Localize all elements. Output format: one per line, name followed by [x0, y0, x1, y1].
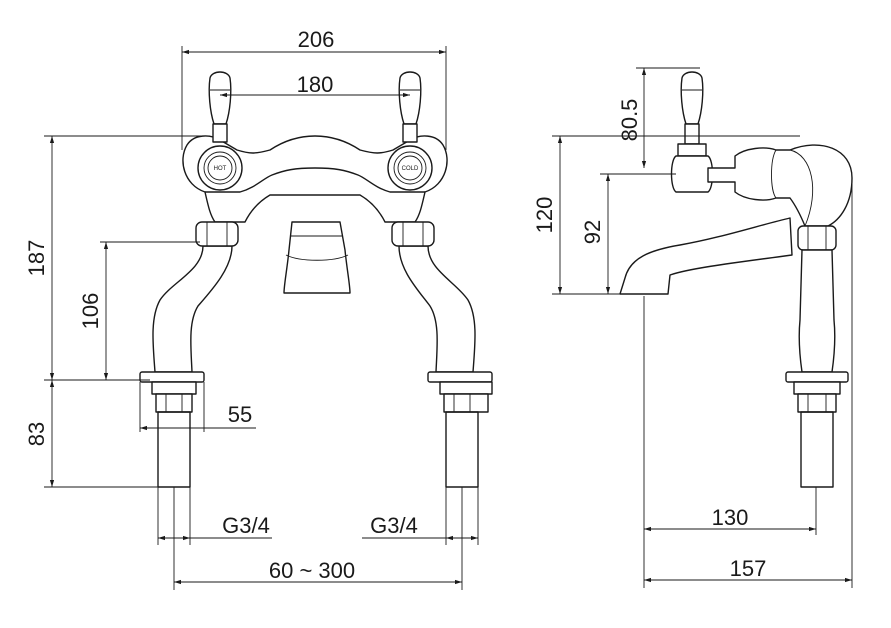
dim-thread-right: G3/4 — [370, 513, 418, 538]
dim-overall-depth: 157 — [730, 556, 767, 581]
bridge-lower — [204, 191, 426, 223]
dim-overall-width: 206 — [298, 27, 335, 52]
dim-overall-height: 187 — [24, 240, 49, 277]
cold-label: COLD — [402, 166, 419, 172]
left-leg — [152, 245, 233, 373]
dim-thread-left: G3/4 — [222, 513, 270, 538]
dim-centers-range: 60 ~ 300 — [269, 558, 355, 583]
side-leg — [798, 249, 836, 373]
side-mounting — [785, 371, 849, 488]
left-mounting — [139, 371, 205, 488]
dim-spout-reach: 130 — [712, 505, 749, 530]
side-valve-body — [707, 144, 853, 227]
dim-body-height: 106 — [78, 293, 103, 330]
hot-label: HOT — [214, 166, 227, 172]
right-hex-nut — [391, 221, 435, 247]
right-mounting — [427, 371, 493, 488]
bridge-body — [182, 135, 448, 193]
dim-tail-length: 83 — [24, 422, 49, 446]
side-hex-nut — [797, 225, 837, 251]
right-leg — [398, 245, 476, 373]
left-hex-nut — [195, 221, 239, 247]
dim-flange: 55 — [228, 402, 252, 427]
dim-handle-height: 80.5 — [617, 99, 642, 142]
dim-handle-centers: 180 — [297, 72, 334, 97]
dim-side-overall-height: 120 — [532, 197, 557, 234]
side-spout — [619, 217, 793, 295]
side-view: 80.5 120 92 130 157 — [532, 67, 853, 588]
front-spout — [283, 221, 351, 294]
front-view: HOT COLD — [24, 27, 493, 590]
dim-spout-height: 92 — [580, 220, 605, 244]
side-handle — [670, 71, 714, 193]
right-handle: COLD — [387, 71, 433, 191]
left-handle: HOT — [197, 71, 243, 191]
